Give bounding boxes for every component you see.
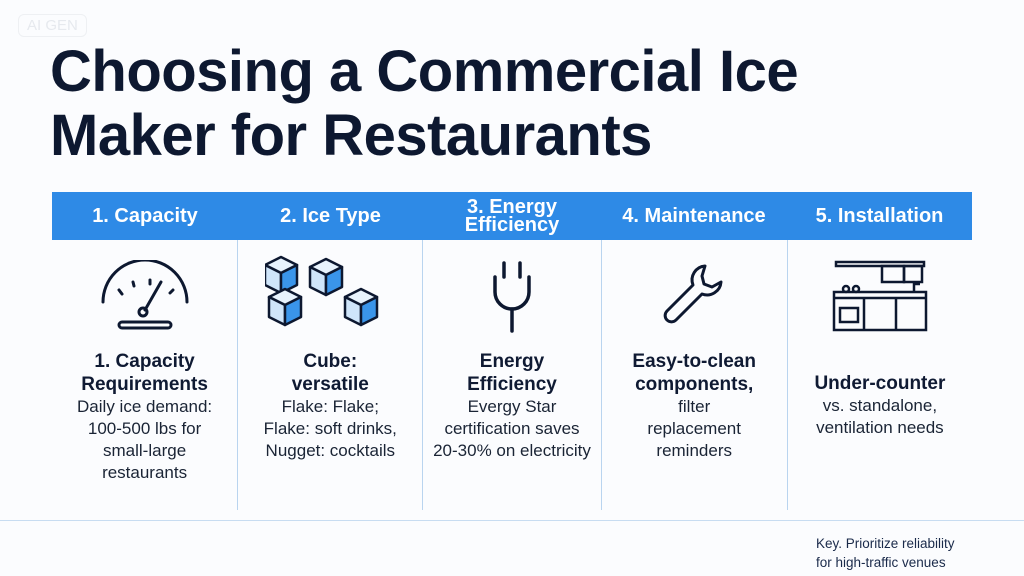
column-title: 1. Capacity Requirements: [81, 351, 208, 395]
column-maintenance: Easy-to-clean components, filter replace…: [602, 240, 788, 510]
column-title: Easy-to-clean components,: [632, 351, 756, 395]
ice-cubes-icon: [265, 240, 395, 350]
header-bar: 1. Capacity 2. Ice Type 3. Energy Effici…: [52, 192, 972, 240]
gauge-icon: [95, 240, 195, 350]
key-line-1: Key. Prioritize reliability: [816, 536, 955, 551]
column-desc: Evergy Star certification saves 20-30% o…: [433, 397, 591, 460]
column-desc: vs. standalone, ventilation needs: [816, 396, 944, 437]
key-note: Key. Prioritize reliability for high-traf…: [816, 534, 955, 572]
column-title: Under-counter: [814, 373, 946, 394]
wrench-icon: [659, 240, 729, 350]
column-title: Energy Efficiency: [467, 351, 557, 395]
column-capacity: 1. Capacity Requirements Daily ice deman…: [52, 240, 239, 510]
divider: [0, 520, 1024, 521]
column-desc: filter replacement reminders: [647, 397, 741, 460]
header-maintenance: 4. Maintenance: [622, 205, 766, 227]
header-energy: 3. Energy Efficiency: [464, 196, 560, 236]
plug-icon: [487, 240, 537, 350]
kitchen-icon: [830, 240, 930, 350]
watermark: AI GEN: [18, 14, 87, 37]
title-line-1: Choosing a Commercial Ice: [50, 39, 799, 104]
column-ice-type: Cube: versatile Flake: Flake; Flake: sof…: [238, 240, 424, 510]
column-energy: Energy Efficiency Evergy Star certificat…: [423, 240, 602, 510]
column-desc: Daily ice demand: 100-500 lbs for small-…: [77, 397, 213, 482]
column-title: Cube: versatile: [291, 351, 369, 395]
key-line-2: for high-traffic venues: [816, 555, 946, 570]
header-capacity: 1. Capacity: [92, 205, 198, 227]
title-line-2: Maker for Restaurants: [50, 103, 652, 168]
header-ice-type: 2. Ice Type: [280, 205, 381, 227]
column-installation: Under-counter vs. standalone, ventilatio…: [788, 240, 972, 510]
header-installation: 5. Installation: [815, 205, 944, 227]
column-desc: Flake: Flake; Flake: soft drinks, Nugget…: [263, 397, 397, 460]
